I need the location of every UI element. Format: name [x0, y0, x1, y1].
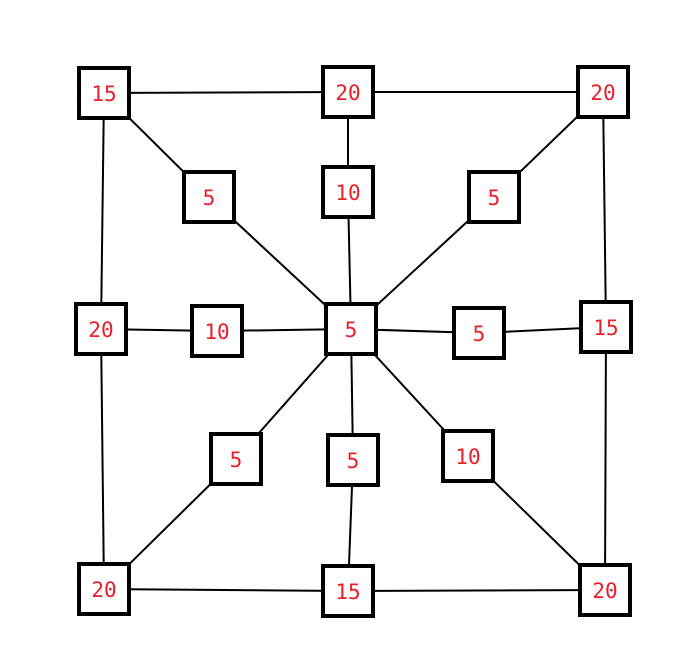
node-box	[74, 302, 128, 356]
node-value-label: 20	[88, 318, 113, 342]
edge-bl-bm	[103, 588, 349, 592]
node-value-label: 10	[204, 320, 229, 344]
node-box	[182, 170, 236, 224]
node-bl: 20	[77, 562, 131, 616]
node-box	[321, 564, 375, 618]
node-ibl: 5	[209, 432, 263, 486]
node-box	[209, 432, 263, 486]
edge-tl-tm	[103, 91, 349, 94]
node-iml: 10	[190, 304, 244, 358]
node-value-label: 5	[347, 449, 360, 473]
node-value-label: 5	[488, 186, 501, 210]
node-box	[326, 433, 380, 487]
node-c: 5	[324, 302, 378, 356]
node-box	[452, 306, 506, 360]
node-ml: 20	[74, 302, 128, 356]
node-itl: 5	[182, 170, 236, 224]
node-box	[579, 300, 633, 354]
edge-mr-br	[604, 326, 607, 591]
node-value-label: 15	[91, 82, 116, 106]
node-box	[321, 65, 375, 119]
node-tm: 20	[321, 65, 375, 119]
node-value-label: 20	[335, 81, 360, 105]
node-itr: 5	[467, 170, 521, 224]
node-value-label: 15	[335, 580, 360, 604]
node-tl: 15	[77, 66, 131, 120]
node-box	[77, 562, 131, 616]
node-tr: 20	[576, 65, 630, 119]
node-value-label: 5	[473, 322, 486, 346]
node-box	[324, 302, 378, 356]
edge-tr-mr	[602, 91, 607, 328]
node-box	[441, 429, 495, 483]
nodes-layer: 15 20 20 5 10 5 20 10 5 5 15 5 5 10 20 15 20	[74, 65, 633, 618]
edge-ml-bl	[100, 328, 105, 590]
node-value-label: 20	[590, 81, 615, 105]
node-box	[77, 66, 131, 120]
node-bm: 15	[321, 564, 375, 618]
edge-bm-br	[347, 589, 606, 592]
node-value-label: 10	[455, 445, 480, 469]
node-br: 20	[578, 563, 632, 617]
node-value-label: 5	[203, 186, 216, 210]
edge-tl-ml	[100, 92, 105, 330]
node-value-label: 15	[593, 316, 618, 340]
node-mr: 15	[579, 300, 633, 354]
node-ibm: 5	[326, 433, 380, 487]
node-value-label: 5	[230, 448, 243, 472]
node-ibr: 10	[441, 429, 495, 483]
node-value-label: 20	[592, 579, 617, 603]
node-box	[578, 563, 632, 617]
node-box	[576, 65, 630, 119]
node-value-label: 10	[335, 181, 360, 205]
node-value-label: 5	[345, 318, 358, 342]
node-imr: 5	[452, 306, 506, 360]
node-value-label: 20	[91, 578, 116, 602]
node-itm: 10	[321, 165, 375, 219]
node-box	[467, 170, 521, 224]
node-box	[190, 304, 244, 358]
node-box	[321, 165, 375, 219]
